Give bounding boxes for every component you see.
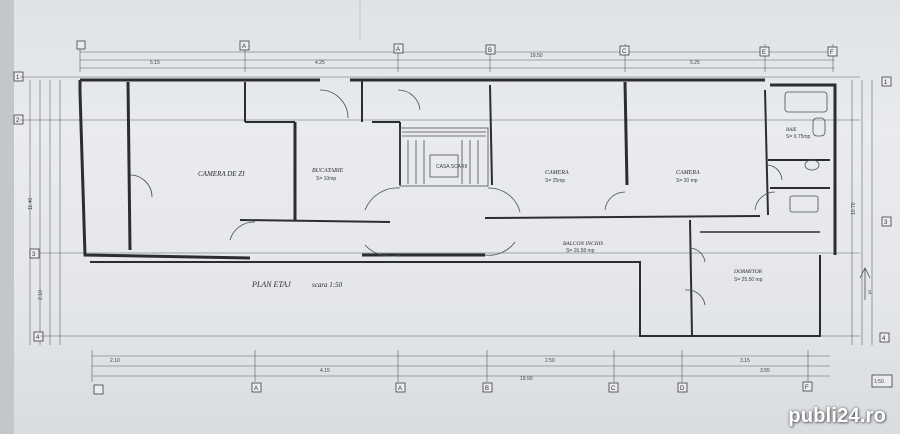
room-area-dormitor: S= 25.50 mp xyxy=(734,277,763,283)
axis-marker xyxy=(13,114,24,125)
scale-stamp: 1:50 xyxy=(871,374,893,388)
dim-top-b: 4.25 xyxy=(315,60,325,66)
axis-label: F xyxy=(805,385,809,391)
axis-marker xyxy=(608,382,619,393)
dim-bottom-total: 19.50 xyxy=(520,376,533,382)
room-label-baie: BAIE xyxy=(786,128,797,133)
axis-marker xyxy=(482,382,493,393)
plan-title: PLAN ETAJ xyxy=(251,280,291,289)
axis-label: B xyxy=(485,386,489,392)
room-area-balcon: S= 16.58 mp xyxy=(566,248,595,254)
dim-top-a: 5.15 xyxy=(150,60,160,66)
axis-marker xyxy=(76,40,86,50)
axis-marker xyxy=(93,384,104,395)
room-area-camera-1: S= 25mp xyxy=(545,178,565,184)
top-axis-markers: A A B C E F xyxy=(76,40,838,57)
dim-top-c: 5.25 xyxy=(690,60,700,66)
watermark-logo: publi24.ro xyxy=(788,405,886,427)
axis-label: C xyxy=(622,49,627,55)
plan-title-group: PLAN ETAJ scara 1:50 xyxy=(251,280,343,289)
north-arrow: S xyxy=(859,267,872,300)
axis-label: 2 xyxy=(16,118,20,124)
svg-text:S: S xyxy=(868,290,872,296)
axis-label: B xyxy=(488,48,492,54)
room-label-camera-1: CAMERA xyxy=(545,170,569,176)
axis-marker xyxy=(827,46,838,57)
axis-marker xyxy=(619,45,630,56)
dim-bottom-e: 3.55 xyxy=(760,368,770,374)
axis-label: D xyxy=(680,386,685,392)
left-dimension-lines: 11.40 2.10 1 2 3 4 xyxy=(13,71,61,345)
axis-label: 1 xyxy=(16,75,20,81)
room-label-bucatarie: BUCATARIE xyxy=(312,168,344,174)
dim-bottom-a: 2.10 xyxy=(110,358,120,364)
room-area-camera-2: S= 20 mp xyxy=(676,178,698,184)
axis-marker xyxy=(29,248,40,259)
dim-bottom-d: 3.15 xyxy=(740,358,750,364)
room-label-balcon: BALCON INCHIS xyxy=(563,241,603,247)
axis-marker xyxy=(13,71,24,82)
room-label-camera-2: CAMERA xyxy=(676,170,700,176)
axis-marker xyxy=(33,331,44,342)
axis-label: 3 xyxy=(884,220,888,226)
plan-scale: scara 1:50 xyxy=(312,281,343,289)
axis-label: C xyxy=(611,386,616,392)
dim-bottom-b: 4.15 xyxy=(320,368,330,374)
bottom-dimension-lines: 2.10 4.15 2.50 3.15 3.55 19.50 A A B C D… xyxy=(91,350,830,395)
outer-walls xyxy=(78,78,837,337)
axis-label: E xyxy=(762,50,766,56)
dim-top-total: 19.50 xyxy=(530,53,543,59)
room-label-casa-scarii: CASA SCARII xyxy=(436,164,467,170)
axis-marker xyxy=(677,382,688,393)
axis-label: A xyxy=(242,44,246,50)
room-label-camera-de-zi: CAMERA DE ZI xyxy=(198,170,245,178)
staircase xyxy=(399,127,489,187)
axis-grid-lines xyxy=(20,76,860,337)
axis-marker xyxy=(395,382,406,393)
svg-text:1:50: 1:50 xyxy=(874,379,884,385)
room-area-bucatarie: S= 10mp xyxy=(316,176,336,182)
room-area-baie: S= 9.75mp xyxy=(786,134,811,140)
axis-marker xyxy=(239,40,250,51)
axis-marker xyxy=(393,43,404,54)
axis-label: A xyxy=(398,386,402,392)
axis-marker xyxy=(879,332,890,343)
dim-left-1: 11.40 xyxy=(28,198,34,210)
axis-marker xyxy=(251,382,262,393)
axis-label: 3 xyxy=(32,252,36,258)
axis-marker xyxy=(759,46,770,57)
bathroom-fixtures xyxy=(784,91,828,213)
room-label-dormitor: DORMITOR xyxy=(733,269,763,275)
paper-edge xyxy=(0,0,14,434)
axis-marker xyxy=(881,76,892,87)
right-dimension-lines: 10.70 1 3 4 xyxy=(851,76,892,345)
axis-label: 4 xyxy=(882,336,886,342)
door-swings xyxy=(129,89,783,306)
interior-walls xyxy=(126,80,830,337)
top-dimension-lines: 19.50 5.15 4.25 5.25 xyxy=(79,44,835,72)
axis-label: A xyxy=(254,386,258,392)
axis-marker xyxy=(881,216,892,227)
dim-bottom-c: 2.50 xyxy=(545,358,555,364)
axis-label: 1 xyxy=(884,80,888,86)
axis-label: 4 xyxy=(36,335,40,341)
axis-label: A xyxy=(396,47,400,53)
axis-marker xyxy=(802,381,813,392)
axis-marker xyxy=(485,44,496,55)
room-labels: CAMERA DE ZI BUCATARIE S= 10mp CASA SCAR… xyxy=(198,128,811,283)
dim-right-1: 10.70 xyxy=(851,202,857,215)
dim-left-2: 2.10 xyxy=(38,290,44,300)
axis-label: F xyxy=(830,50,834,56)
